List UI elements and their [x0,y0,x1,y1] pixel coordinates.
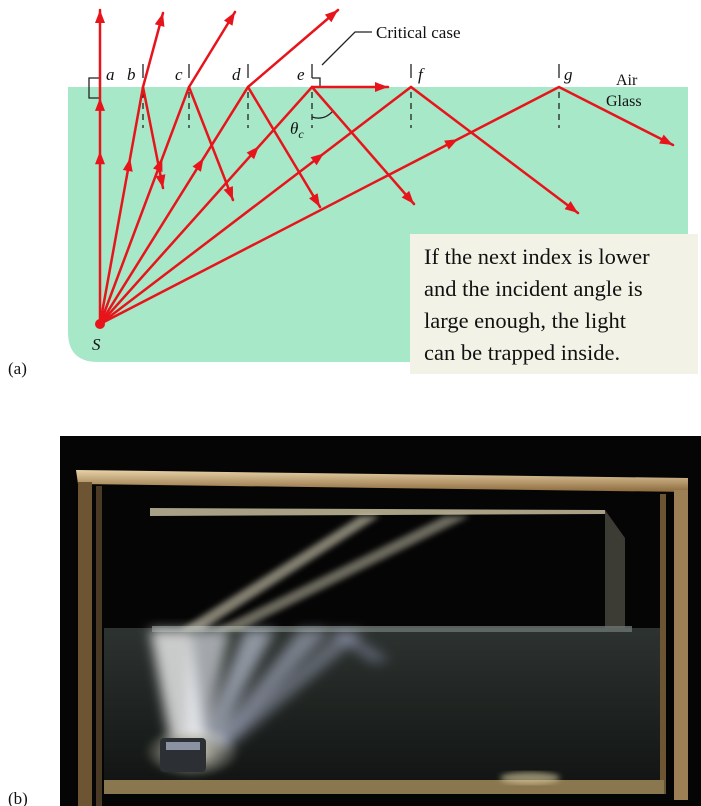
ray-label-d: d [232,65,241,84]
ray-label-f: f [418,65,425,84]
normal-ticks [143,64,559,78]
critical-case-label: Critical case [376,23,461,42]
ray-label-g: g [564,65,573,84]
source-label: S [92,335,101,354]
air-label: Air [616,72,638,89]
bottom-reflection [500,772,560,784]
ray-label-c: c [175,65,183,84]
panel-b-label: (b) [8,789,28,806]
arrowhead [95,10,105,23]
ray-label-b: b [127,65,136,84]
total-internal-reflection-diagram: S (a) a b c d e f g Critical case Air Gl… [0,0,701,420]
ray-label-e: e [297,65,305,84]
tank-bottom [104,780,664,794]
source-point [95,319,105,329]
light-source-window [166,742,200,750]
aquarium-photo: (b) [0,430,701,806]
glass-label: Glass [606,93,642,110]
right-angle-marker-e [312,78,320,87]
panel-a-label: (a) [8,359,27,378]
critical-case-leader [322,32,372,65]
arrowhead [224,12,235,26]
arrowhead [155,13,165,27]
ray-label-a: a [106,65,115,84]
